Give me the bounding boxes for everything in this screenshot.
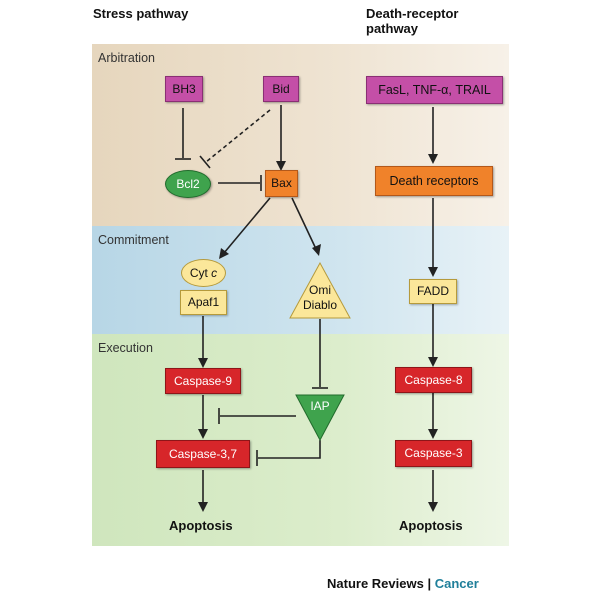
omi-diablo-triangle	[289, 261, 351, 319]
execution-label: Execution	[98, 341, 153, 355]
death-receptor-header-line2: pathway	[366, 21, 419, 36]
commitment-label: Commitment	[98, 233, 169, 247]
bid-node: Bid	[263, 76, 299, 102]
caspase3-node: Caspase-3	[395, 440, 472, 467]
arrowhead-bax	[276, 161, 286, 171]
arrowhead-caspase3	[428, 429, 438, 439]
omi-label: Omi	[309, 282, 331, 297]
bax-node: Bax	[265, 170, 298, 197]
iap-triangle	[295, 394, 345, 442]
bh3-node: BH3	[165, 76, 203, 102]
journal-name: Nature Reviews	[327, 576, 424, 591]
cyt-c-italic: c	[211, 265, 218, 280]
stress-pathway-header: Stress pathway	[93, 6, 189, 21]
fadd-node: FADD	[409, 279, 457, 304]
apaf1-node: Apaf1	[180, 290, 227, 315]
bcl2-node: Bcl2	[165, 170, 211, 198]
caspase8-node: Caspase-8	[395, 367, 472, 393]
caspase37-node: Caspase-3,7	[156, 440, 250, 468]
arrowhead-caspase9	[198, 358, 208, 368]
journal-credit: Nature Reviews | Cancer	[327, 576, 479, 591]
cyt-c-label: Cyt	[189, 265, 212, 280]
bid-inhibits-bcl2-bar	[199, 155, 211, 169]
arrowhead-fadd	[428, 267, 438, 277]
arrowhead-caspase37	[198, 429, 208, 439]
iap-inhibits-caspase37-line	[258, 440, 321, 459]
ligands-node: FasL, TNF-α, TRAIL	[366, 76, 503, 104]
apoptosis-left: Apoptosis	[169, 518, 233, 533]
journal-section: Cancer	[434, 576, 479, 591]
cyt-c-node: Cyt c	[181, 259, 226, 287]
bax-to-omi-line	[291, 197, 317, 250]
death-receptor-header-line1: Death-receptor	[366, 6, 459, 21]
arrowhead-omi	[312, 244, 321, 256]
apoptosis-right: Apoptosis	[399, 518, 463, 533]
bax-to-cytc-line	[223, 197, 271, 254]
arrowhead-apoptosis-left	[198, 502, 208, 512]
arbitration-label: Arbitration	[98, 51, 155, 65]
arrowhead-receptors	[428, 154, 438, 164]
diablo-label: Diablo	[302, 297, 338, 312]
arrowhead-caspase8	[428, 357, 438, 367]
iap-label: IAP	[310, 398, 330, 413]
caspase9-node: Caspase-9	[165, 368, 241, 394]
death-receptors-node: Death receptors	[375, 166, 493, 196]
arbitration-zone	[92, 44, 509, 226]
arrowhead-cytc	[219, 248, 229, 259]
arrowhead-apoptosis-right	[428, 502, 438, 512]
journal-separator: |	[423, 576, 435, 591]
